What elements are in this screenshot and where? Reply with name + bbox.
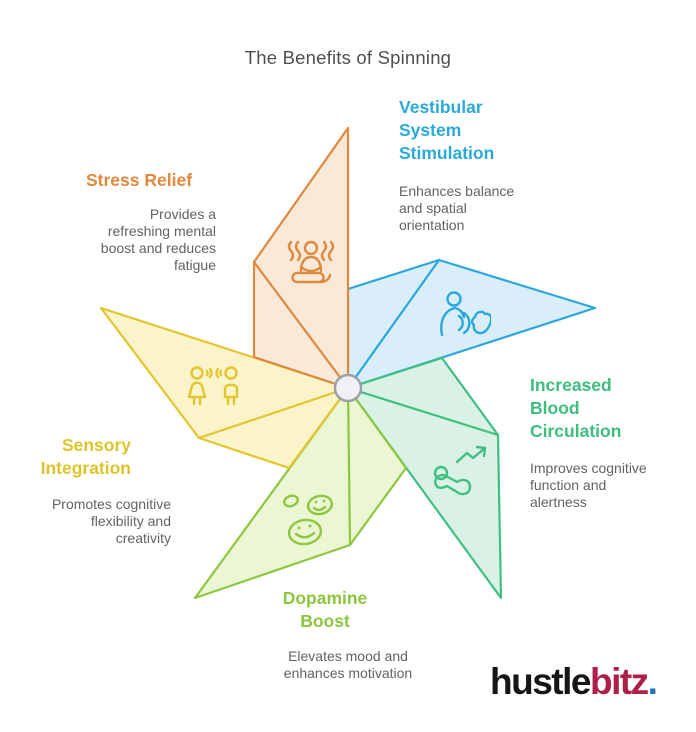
hustlebitz-logo: hustlebitz.: [490, 661, 658, 703]
blade-stress: [252, 126, 350, 390]
meditation-icon: [287, 240, 335, 284]
description-dopamine: Elevates mood and enhances motivation: [283, 648, 413, 681]
heading-vestibular: Vestibular System Stimulation: [399, 97, 495, 163]
heading-circulation: Increased Blood Circulation: [530, 375, 622, 441]
exercise-rising-arrow-icon: [433, 445, 487, 496]
blade-dopamine: [193, 386, 408, 600]
blade-circulation: [346, 356, 503, 600]
blade-fold-dopamine: [346, 386, 352, 547]
heading-dopamine: Dopamine Boost: [282, 588, 368, 631]
blade-fold-circulation: [346, 386, 500, 437]
description-circulation: Improves cognitive function and alertnes…: [530, 460, 647, 510]
person-balance-icon: [440, 291, 491, 337]
page-title: The Benefits of Spinning: [244, 47, 452, 68]
blade-fold-sensory: [197, 386, 350, 440]
logo-part-bitz: bitz: [589, 661, 649, 702]
two-people-communicating-icon: [187, 366, 239, 406]
logo-dot: .: [647, 661, 658, 702]
description-vestibular: Enhances balance and spatial orientation: [399, 183, 515, 233]
logo-part-hustle: hustle: [490, 661, 591, 702]
heading-stress: Stress Relief: [86, 170, 193, 190]
blade-fold-vestibular: [346, 258, 441, 390]
blade-fold-stress: [252, 260, 350, 390]
description-sensory: Promotes cognitive flexibility and creat…: [51, 496, 171, 546]
smiley-faces-icon: [283, 494, 334, 546]
description-stress: Provides a refreshing mental boost and r…: [100, 206, 216, 273]
pinwheel-hub: [333, 373, 363, 403]
heading-sensory: Sensory Integration: [40, 435, 131, 478]
